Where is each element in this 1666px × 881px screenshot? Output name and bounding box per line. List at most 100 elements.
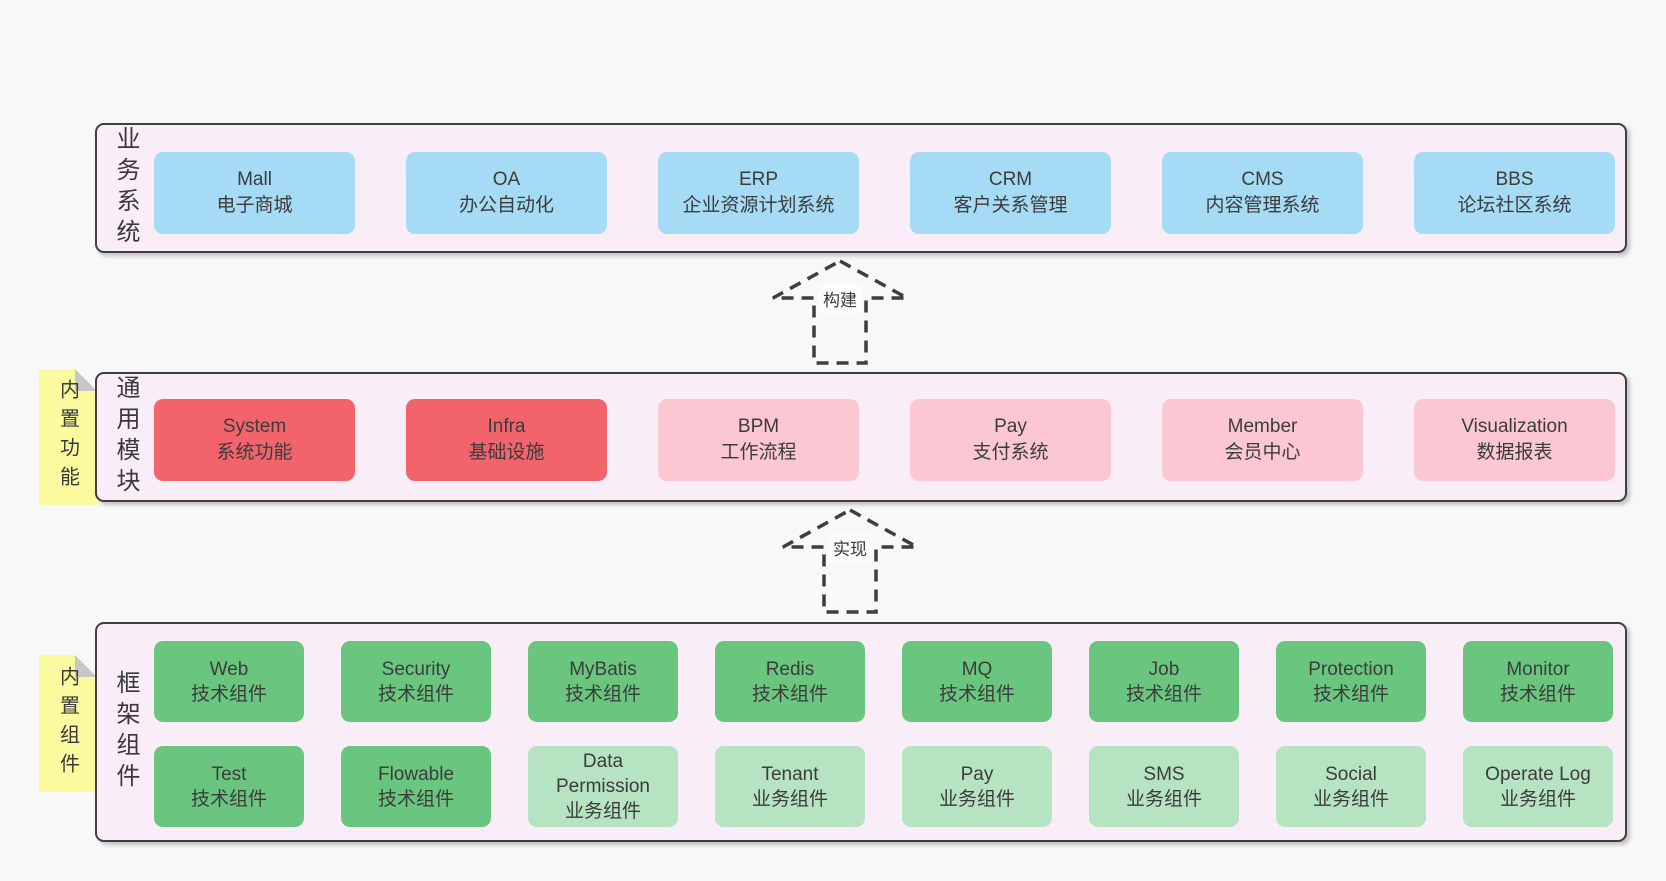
box-bbs: BBS 论坛社区系统 — [1414, 152, 1615, 234]
implement-arrow: 实现 — [775, 505, 925, 618]
box-sms: SMS 业务组件 — [1089, 746, 1239, 827]
box-subtitle: 电子商城 — [216, 195, 293, 216]
box-title: Redis — [765, 658, 815, 680]
box-subtitle: 业务组件 — [751, 788, 828, 810]
box-subtitle: 数据报表 — [1476, 442, 1553, 463]
box-security: Security 技术组件 — [341, 641, 491, 722]
box-subtitle: 论坛社区系统 — [1457, 195, 1572, 216]
box-title: Mall — [237, 169, 272, 190]
build-arrow: 构建 — [765, 256, 915, 369]
box-subtitle: 支付系统 — [972, 442, 1049, 463]
box-subtitle: 业务组件 — [938, 788, 1015, 810]
box-title: Visualization — [1461, 416, 1568, 437]
box-title: Test — [211, 763, 247, 785]
box-flowable: Flowable 技术组件 — [341, 746, 491, 827]
box-subtitle: 技术组件 — [377, 683, 454, 705]
box-title: MQ — [961, 658, 993, 680]
box-test: Test 技术组件 — [154, 746, 304, 827]
box-title: OA — [492, 169, 521, 190]
framework-components-layer: 框架组件 Web 技术组件 Security 技术组件 MyBatis 技术组件… — [95, 622, 1627, 842]
box-subtitle: 技术组件 — [751, 683, 828, 705]
box-subtitle: 业务组件 — [1499, 788, 1576, 810]
box-subtitle: 技术组件 — [1312, 683, 1389, 705]
common-modules-label: 通用模块 — [112, 375, 139, 499]
box-visualization: Visualization 数据报表 — [1414, 399, 1615, 481]
box-title: Security — [381, 658, 451, 680]
box-operate-log: Operate Log 业务组件 — [1463, 746, 1613, 827]
box-title: Social — [1325, 763, 1377, 785]
box-subtitle: 会员中心 — [1224, 442, 1301, 463]
box-subtitle: 内容管理系统 — [1205, 195, 1320, 216]
box-subtitle: 技术组件 — [1125, 683, 1202, 705]
box-infra: Infra 基础设施 — [406, 399, 607, 481]
box-subtitle: 客户关系管理 — [953, 195, 1068, 216]
common-modules-layer: 通用模块 System 系统功能 Infra 基础设施 BPM 工作流程 Pay… — [95, 372, 1627, 502]
box-title: Operate Log — [1485, 763, 1591, 785]
box-subtitle: 技术组件 — [938, 683, 1015, 705]
business-systems-layer: 业务系统 Mall 电子商城 OA 办公自动化 ERP 企业资源计划系统 CRM… — [95, 123, 1627, 253]
box-title: Protection — [1308, 658, 1394, 680]
box-title: Job — [1148, 658, 1180, 680]
box-title: Pay — [994, 416, 1027, 437]
built-in-features-label: 内置功能 — [56, 379, 79, 495]
built-in-features-tab: 内置功能 — [39, 369, 97, 505]
box-title: Data Permission — [556, 751, 650, 797]
box-pay-module: Pay 支付系统 — [910, 399, 1111, 481]
box-title: SMS — [1143, 763, 1185, 785]
box-title: BPM — [737, 416, 780, 437]
box-title: MyBatis — [569, 658, 637, 680]
box-pay-component: Pay 业务组件 — [902, 746, 1052, 827]
box-erp: ERP 企业资源计划系统 — [658, 152, 859, 234]
box-title: Member — [1227, 416, 1298, 437]
box-title: System — [222, 416, 287, 437]
box-redis: Redis 技术组件 — [715, 641, 865, 722]
box-title: CMS — [1241, 169, 1284, 190]
box-mall: Mall 电子商城 — [154, 152, 355, 234]
dashed-up-arrow-icon — [782, 508, 918, 614]
box-subtitle: 技术组件 — [1499, 683, 1576, 705]
box-subtitle: 办公自动化 — [458, 195, 554, 216]
box-web: Web 技术组件 — [154, 641, 304, 722]
box-title: CRM — [988, 169, 1033, 190]
box-title: Web — [209, 658, 249, 680]
box-social: Social 业务组件 — [1276, 746, 1426, 827]
box-cms: CMS 内容管理系统 — [1162, 152, 1363, 234]
framework-components-label: 框架组件 — [112, 670, 139, 794]
box-subtitle: 技术组件 — [190, 683, 267, 705]
box-subtitle: 企业资源计划系统 — [682, 195, 835, 216]
box-subtitle: 工作流程 — [720, 442, 797, 463]
box-subtitle: 技术组件 — [190, 788, 267, 810]
box-monitor: Monitor 技术组件 — [1463, 641, 1613, 722]
box-tenant: Tenant 业务组件 — [715, 746, 865, 827]
box-protection: Protection 技术组件 — [1276, 641, 1426, 722]
box-title: Pay — [960, 763, 994, 785]
box-title: Infra — [487, 416, 526, 437]
box-subtitle: 业务组件 — [1125, 788, 1202, 810]
built-in-components-label: 内置组件 — [56, 665, 79, 782]
box-oa: OA 办公自动化 — [406, 152, 607, 234]
build-arrow-label: 构建 — [818, 283, 862, 314]
box-title: ERP — [738, 169, 779, 190]
box-subtitle: 业务组件 — [1312, 788, 1389, 810]
box-mybatis: MyBatis 技术组件 — [528, 641, 678, 722]
box-subtitle: 系统功能 — [216, 442, 293, 463]
box-crm: CRM 客户关系管理 — [910, 152, 1111, 234]
box-member: Member 会员中心 — [1162, 399, 1363, 481]
box-system: System 系统功能 — [154, 399, 355, 481]
box-job: Job 技术组件 — [1089, 641, 1239, 722]
business-systems-label: 业务系统 — [112, 126, 139, 250]
box-title: Tenant — [761, 763, 819, 785]
implement-arrow-label: 实现 — [828, 532, 872, 563]
built-in-components-tab: 内置组件 — [39, 655, 97, 792]
box-subtitle: 技术组件 — [377, 788, 454, 810]
dashed-up-arrow-icon — [772, 259, 908, 365]
box-data-permission: Data Permission 业务组件 — [528, 746, 678, 827]
box-subtitle: 技术组件 — [564, 683, 641, 705]
box-title: BBS — [1495, 169, 1534, 190]
box-mq: MQ 技术组件 — [902, 641, 1052, 722]
box-bpm: BPM 工作流程 — [658, 399, 859, 481]
box-title: Monitor — [1506, 658, 1570, 680]
box-title: Flowable — [377, 763, 455, 785]
box-subtitle: 业务组件 — [564, 801, 641, 822]
